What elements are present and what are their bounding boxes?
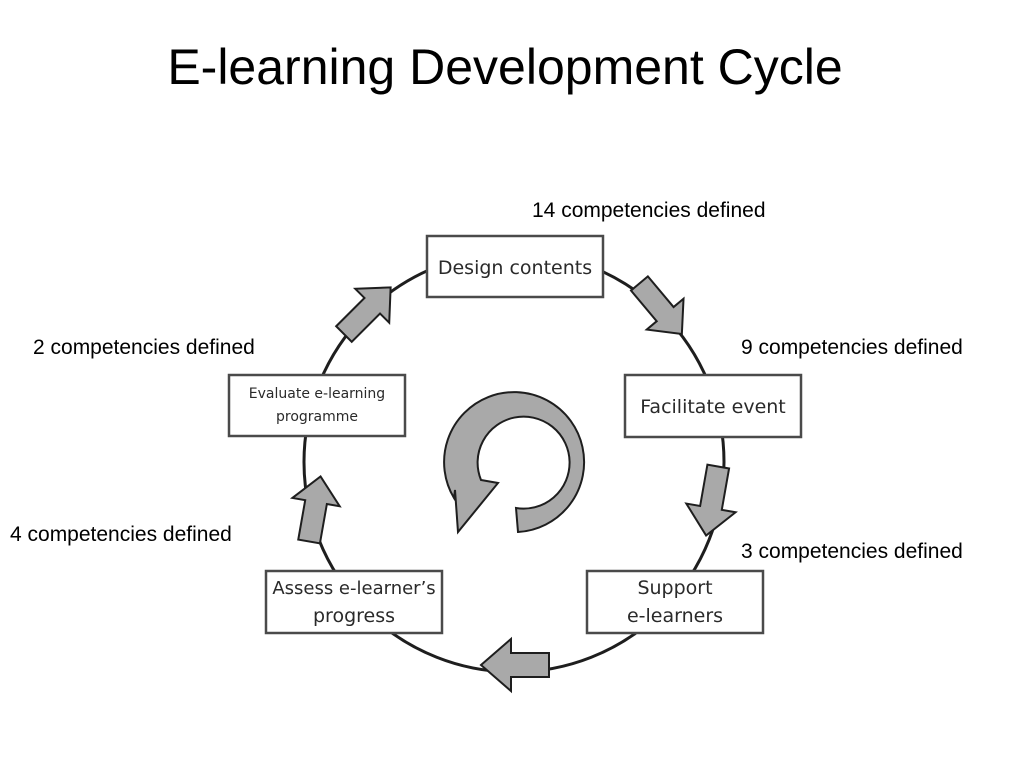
arrow-support-to-assess <box>479 636 550 694</box>
step-label: Facilitate event <box>640 396 786 418</box>
step-label: programme <box>276 409 358 425</box>
step-facilitate-event: Facilitate event <box>623 373 803 439</box>
arrow-assess-to-evaluate <box>289 475 342 545</box>
step-evaluate-programme: Evaluate e-learning programme <box>227 373 407 438</box>
arrow-facilitate-to-support <box>684 463 738 537</box>
cycle-icon <box>443 391 586 535</box>
step-label: Assess e-learner’s <box>272 578 435 599</box>
step-label: Design contents <box>438 257 592 279</box>
step-support-e-learners: Support e-learners <box>585 569 765 635</box>
note-assess: 4 competencies defined <box>10 523 232 546</box>
step-label: Evaluate e-learning <box>249 386 385 402</box>
page-title: E-learning Development Cycle <box>167 39 843 95</box>
note-design: 14 competencies defined <box>532 199 766 222</box>
step-label: e-learners <box>627 605 723 627</box>
note-evaluate: 2 competencies defined <box>33 336 255 359</box>
step-label: progress <box>313 605 395 627</box>
step-label: Support <box>637 577 712 599</box>
note-support: 3 competencies defined <box>741 540 963 563</box>
arrow-design-to-facilitate <box>629 275 685 336</box>
step-design-contents: Design contents <box>425 234 605 299</box>
arrow-evaluate-to-design <box>334 286 392 344</box>
step-assess-progress: Assess e-learner’s progress <box>264 569 444 635</box>
note-facilitate: 9 competencies defined <box>741 336 963 359</box>
